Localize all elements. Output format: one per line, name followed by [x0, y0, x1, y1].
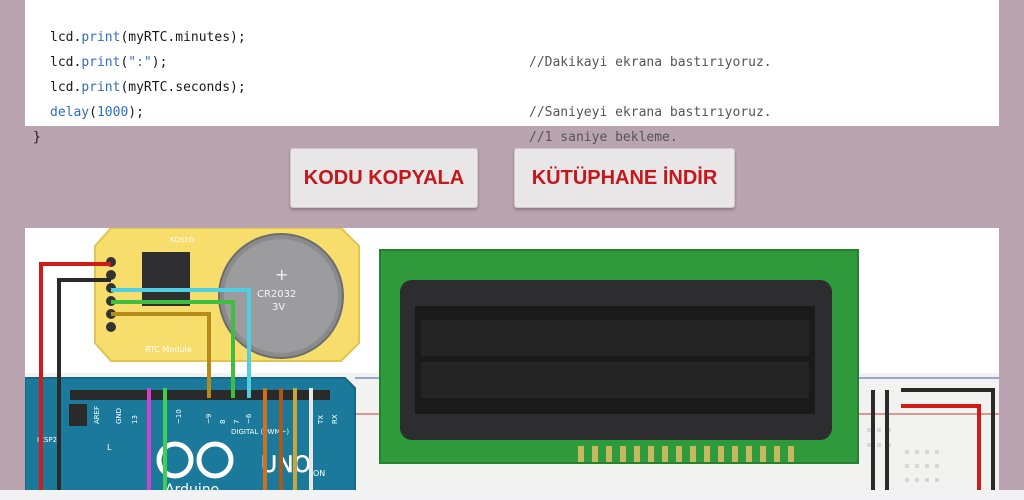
- svg-text:TX: TX: [317, 415, 325, 425]
- code-line: lcd.print(":");: [50, 55, 168, 70]
- svg-text:RX: RX: [331, 414, 339, 424]
- rtc-module-label: RTC Module: [145, 345, 192, 354]
- rtc-chip: [142, 252, 190, 306]
- code-line: }: [33, 130, 41, 145]
- svg-text:+: +: [275, 265, 288, 284]
- wires: [39, 262, 995, 500]
- lcd-display: [379, 249, 859, 464]
- arduino-board: AREF GND 13 ~10 ~9 8 7 ~6 TX RX L ON DIG…: [25, 377, 356, 500]
- svg-text:AREF: AREF: [93, 406, 101, 424]
- lcd-character-grid: [421, 320, 809, 398]
- copy-code-button[interactable]: KODU KOPYALA: [290, 148, 478, 208]
- svg-text:L: L: [107, 443, 112, 452]
- circuit-diagram: + CR2032 3V KDS1G RTC Module: [25, 228, 999, 500]
- download-library-button[interactable]: KÜTÜPHANE İNDİR: [514, 148, 735, 208]
- code-line: delay(1000); //1 saniye bekleme.: [50, 105, 678, 145]
- code-line: lcd.print(myRTC.minutes); //Dakikayi ekr…: [50, 30, 772, 70]
- breadboard-holes: [867, 428, 939, 482]
- svg-text:ON: ON: [313, 469, 325, 478]
- svg-text:8: 8: [219, 420, 227, 424]
- battery-label: CR2032: [257, 289, 296, 300]
- svg-text:~10: ~10: [175, 409, 183, 424]
- code-line: lcd.print(myRTC.seconds); //Saniyeyi ekr…: [50, 80, 772, 120]
- rtc-module: + CR2032 3V KDS1G RTC Module: [94, 228, 360, 362]
- header-pins: [70, 390, 330, 400]
- svg-text:DIGITAL (PWM~): DIGITAL (PWM~): [231, 428, 289, 436]
- circuit-svg: + CR2032 3V KDS1G RTC Module: [25, 228, 999, 500]
- arduino-brand: UNO: [261, 453, 311, 478]
- battery-voltage: 3V: [272, 302, 285, 313]
- svg-text:ICSP2: ICSP2: [37, 436, 57, 444]
- rtc-chip-label: KDS1G: [170, 236, 194, 244]
- code-panel: lcd.print(myRTC.minutes); //Dakikayi ekr…: [25, 0, 999, 145]
- lcd-pins: [578, 446, 794, 462]
- svg-text:13: 13: [131, 415, 139, 424]
- svg-text:~9: ~9: [205, 414, 213, 424]
- svg-text:7: 7: [233, 420, 241, 424]
- svg-text:GND: GND: [115, 408, 123, 424]
- svg-text:~6: ~6: [245, 413, 253, 424]
- arduino-logo: [156, 441, 234, 479]
- bottom-bar: [0, 490, 1024, 500]
- icsp-header: [69, 404, 87, 426]
